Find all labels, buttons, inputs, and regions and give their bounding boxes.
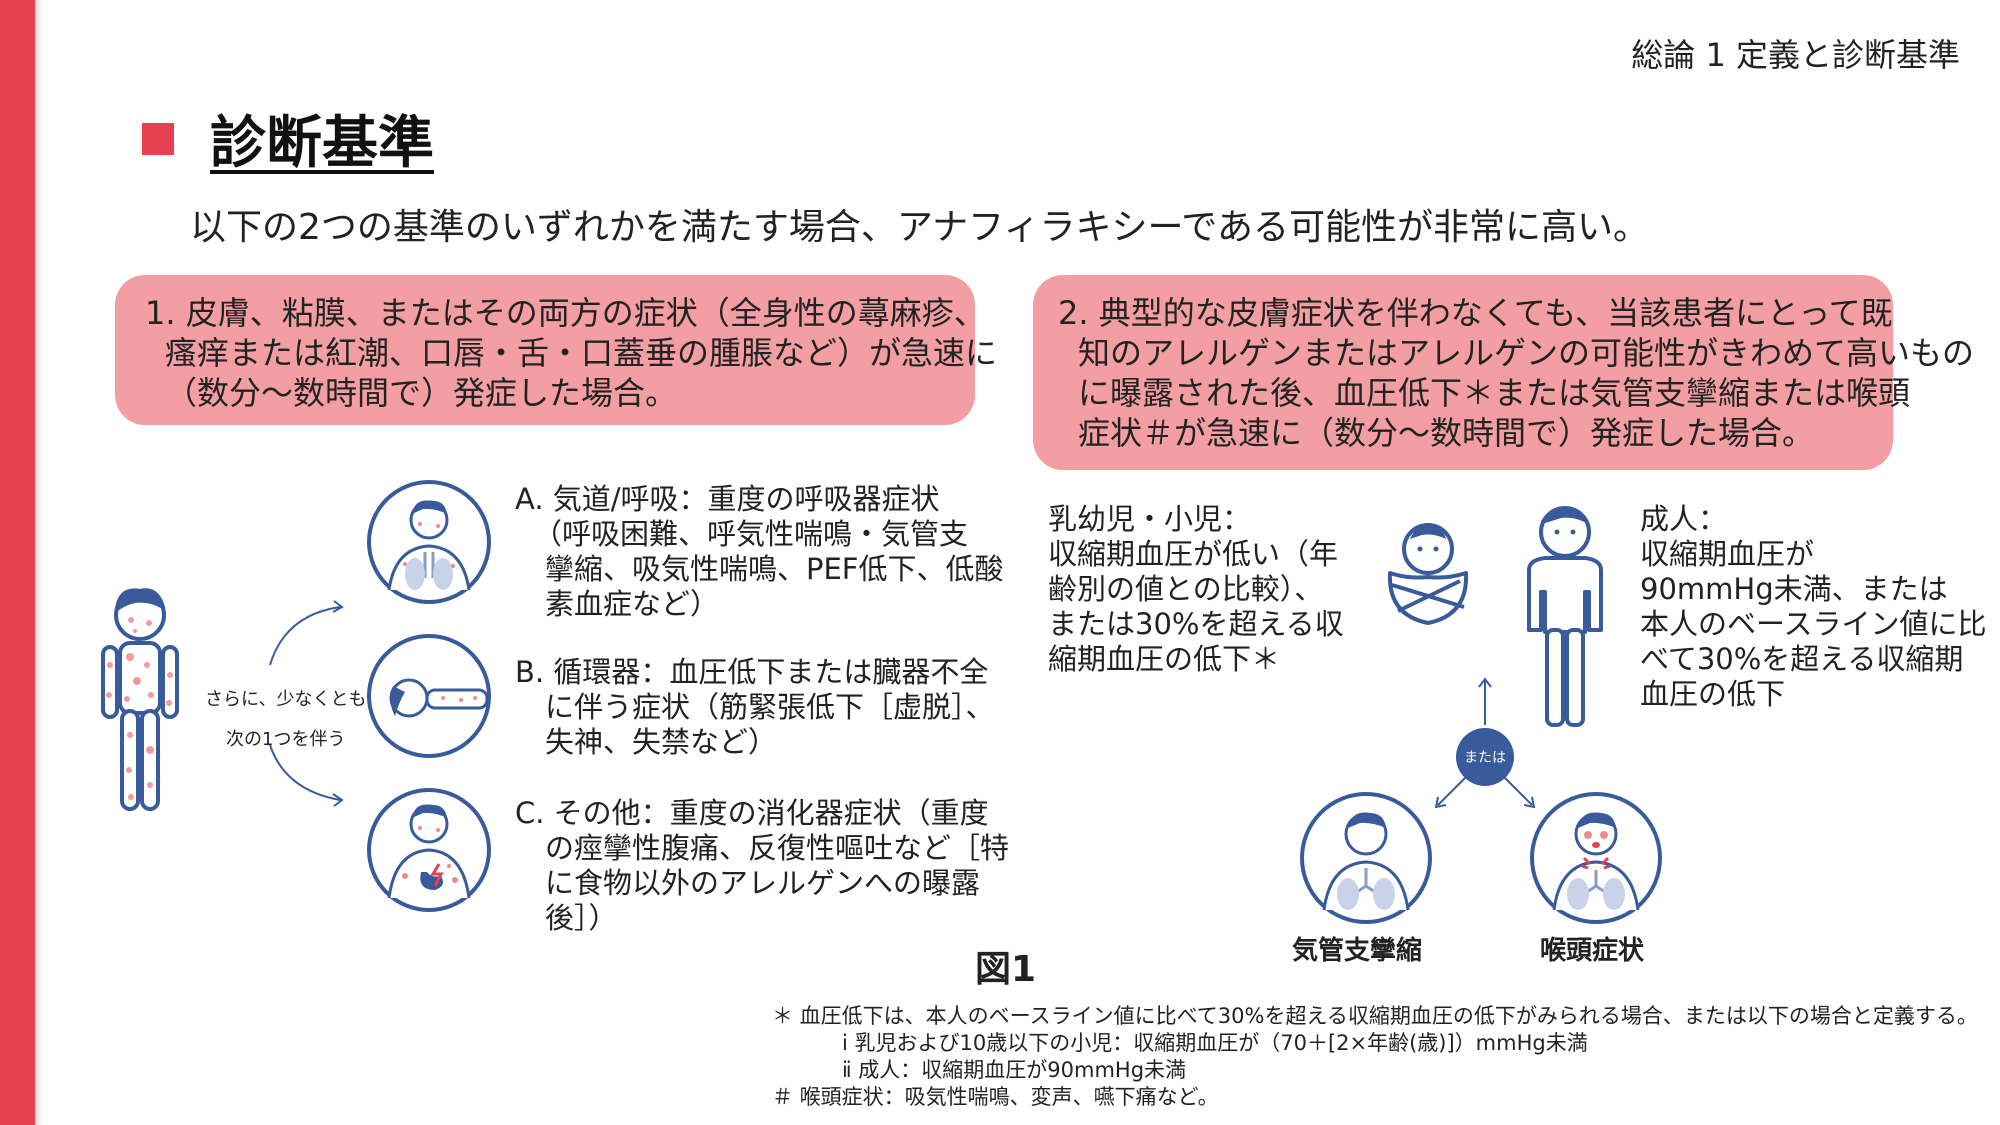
- criterion-a-line: A. 気道/呼吸：重度の呼吸器症状: [515, 482, 940, 516]
- intro-text: 以下の2つの基準のいずれかを満たす場合、アナフィラキシーである可能性が非常に高い…: [190, 207, 1649, 248]
- connector-note-line: 次の1つを伴う: [226, 729, 346, 750]
- footnote-line: ＊ 血圧低下は、本人のベースライン値に比べて30%を超える収縮期血圧の低下がみら…: [772, 1004, 1978, 1028]
- rash-child-illustration: [101, 588, 179, 811]
- adult-line: 本人のベースライン値に比: [1640, 607, 1987, 641]
- criterion-2-line: 知のアレルゲンまたはアレルゲンの可能性がきわめて高いもの: [1078, 334, 1975, 372]
- connector-note-line: さらに、少なくとも: [205, 689, 367, 710]
- criterion-2-box: 2. 典型的な皮膚症状を伴わなくても、当該患者にとって既 知のアレルゲンまたはア…: [1033, 275, 1975, 470]
- infant-line: または30%を超える収: [1048, 607, 1344, 641]
- or-arrows: [1434, 677, 1536, 809]
- criterion-c: C. その他：重度の消化器症状（重度 の痙攣性腹痛、反復性嘔吐など［特 に食物以…: [515, 796, 1009, 936]
- criterion-c-line: の痙攣性腹痛、反復性嘔吐など［特: [545, 831, 1010, 865]
- criterion-a: A. 気道/呼吸：重度の呼吸器症状 （呼吸困難、呼気性喘鳴・気管支 攣縮、吸気性…: [515, 482, 1004, 622]
- abdominal-pain-icon: [367, 788, 491, 912]
- left-bar-shadow: [35, 0, 43, 1125]
- left-accent-bar: [0, 0, 35, 1125]
- laryngeal-symptom-icon: [1530, 792, 1662, 924]
- criterion-a-line: 素血症など）: [545, 587, 720, 621]
- figure-label: 図1: [975, 949, 1037, 990]
- footnote-line: ⅰ 乳児および10歳以下の小児：収縮期血圧が（70＋[2×年齢(歳)]）mmHg…: [842, 1031, 1588, 1055]
- infant-icon: [1387, 523, 1469, 625]
- adult-line: 血圧の低下: [1640, 677, 1786, 711]
- infant-line: 齢別の値との比較）、: [1048, 572, 1324, 606]
- page-title: 診断基準: [210, 111, 434, 176]
- infant-line: 収縮期血圧が低い（年: [1048, 537, 1339, 571]
- adult-icon: [1527, 506, 1603, 727]
- criterion-b-line: 失神、失禁など）: [545, 725, 778, 759]
- bronchospasm-icon: [1300, 792, 1432, 924]
- criterion-c-line: に食物以外のアレルゲンへの曝露: [545, 866, 981, 900]
- footnote-line: ⅱ 成人：収縮期血圧が90mmHg未満: [842, 1058, 1187, 1082]
- criterion-b-line: B. 循環器：血圧低下または臓器不全: [515, 655, 989, 689]
- adult-line: 90mmHg未満、または: [1640, 572, 1948, 606]
- criterion-1-box: 1. 皮膚、粘膜、またはその両方の症状（全身性の蕁麻疹、 瘙痒または紅潮、口唇・…: [115, 275, 998, 425]
- infant-line: 縮期血圧の低下＊: [1048, 642, 1281, 676]
- footnotes: ＊ 血圧低下は、本人のベースライン値に比べて30%を超える収縮期血圧の低下がみら…: [772, 1003, 1978, 1111]
- title-bullet: [142, 123, 174, 155]
- laryngeal-caption: 喉頭症状: [1540, 936, 1645, 966]
- criterion-c-line: 後］）: [545, 901, 618, 935]
- infant-line: 乳幼児・小児：: [1048, 502, 1252, 536]
- criterion-a-line: （呼吸困難、呼気性喘鳴・気管支: [533, 517, 969, 551]
- criterion-2-line: 症状＃が急速に（数分～数時間で）発症した場合。: [1078, 414, 1815, 452]
- criterion-2-line: 2. 典型的な皮膚症状を伴わなくても、当該患者にとって既: [1058, 294, 1893, 332]
- criterion-1-line: （数分～数時間で）発症した場合。: [165, 374, 678, 412]
- section-label: 総論 1 定義と診断基準: [1631, 36, 1960, 74]
- criterion-a-line: 攣縮、吸気性喘鳴、PEF低下、低酸: [545, 552, 1004, 586]
- adult-line: 収縮期血圧が: [1640, 537, 1815, 571]
- adult-line: 成人：: [1640, 502, 1728, 536]
- criterion-1-line: 1. 皮膚、粘膜、またはその両方の症状（全身性の蕁麻疹、: [145, 294, 986, 332]
- adult-line: べて30%を超える収縮期: [1640, 642, 1964, 676]
- footnote-line: ＃ 喉頭症状：吸気性喘鳴、変声、嚥下痛など。: [772, 1085, 1219, 1109]
- criterion-b: B. 循環器：血圧低下または臓器不全 に伴う症状（筋緊張低下［虚脱］、 失神、失…: [515, 655, 995, 760]
- respiratory-icon: [367, 480, 491, 604]
- infant-criteria: 乳幼児・小児： 収縮期血圧が低い（年 齢別の値との比較）、 または30%を超える…: [1048, 502, 1344, 677]
- adult-criteria: 成人： 収縮期血圧が 90mmHg未満、または 本人のベースライン値に比 べて3…: [1640, 502, 1987, 712]
- bronchospasm-caption: 気管支攣縮: [1292, 936, 1423, 966]
- connector-note: さらに、少なくとも 次の1つを伴う: [205, 680, 366, 760]
- criterion-1-line: 瘙痒または紅潮、口唇・舌・口蓋垂の腫脹など）が急速に: [165, 334, 998, 372]
- criterion-2-line: に曝露された後、血圧低下＊または気管支攣縮または喉頭: [1078, 374, 1911, 412]
- or-badge: または: [1456, 728, 1514, 786]
- connector-arrows: [269, 600, 344, 807]
- criterion-c-line: C. その他：重度の消化器症状（重度: [515, 796, 989, 830]
- criterion-b-line: に伴う症状（筋緊張低下［虚脱］、: [545, 690, 995, 724]
- collapse-icon: [367, 634, 491, 758]
